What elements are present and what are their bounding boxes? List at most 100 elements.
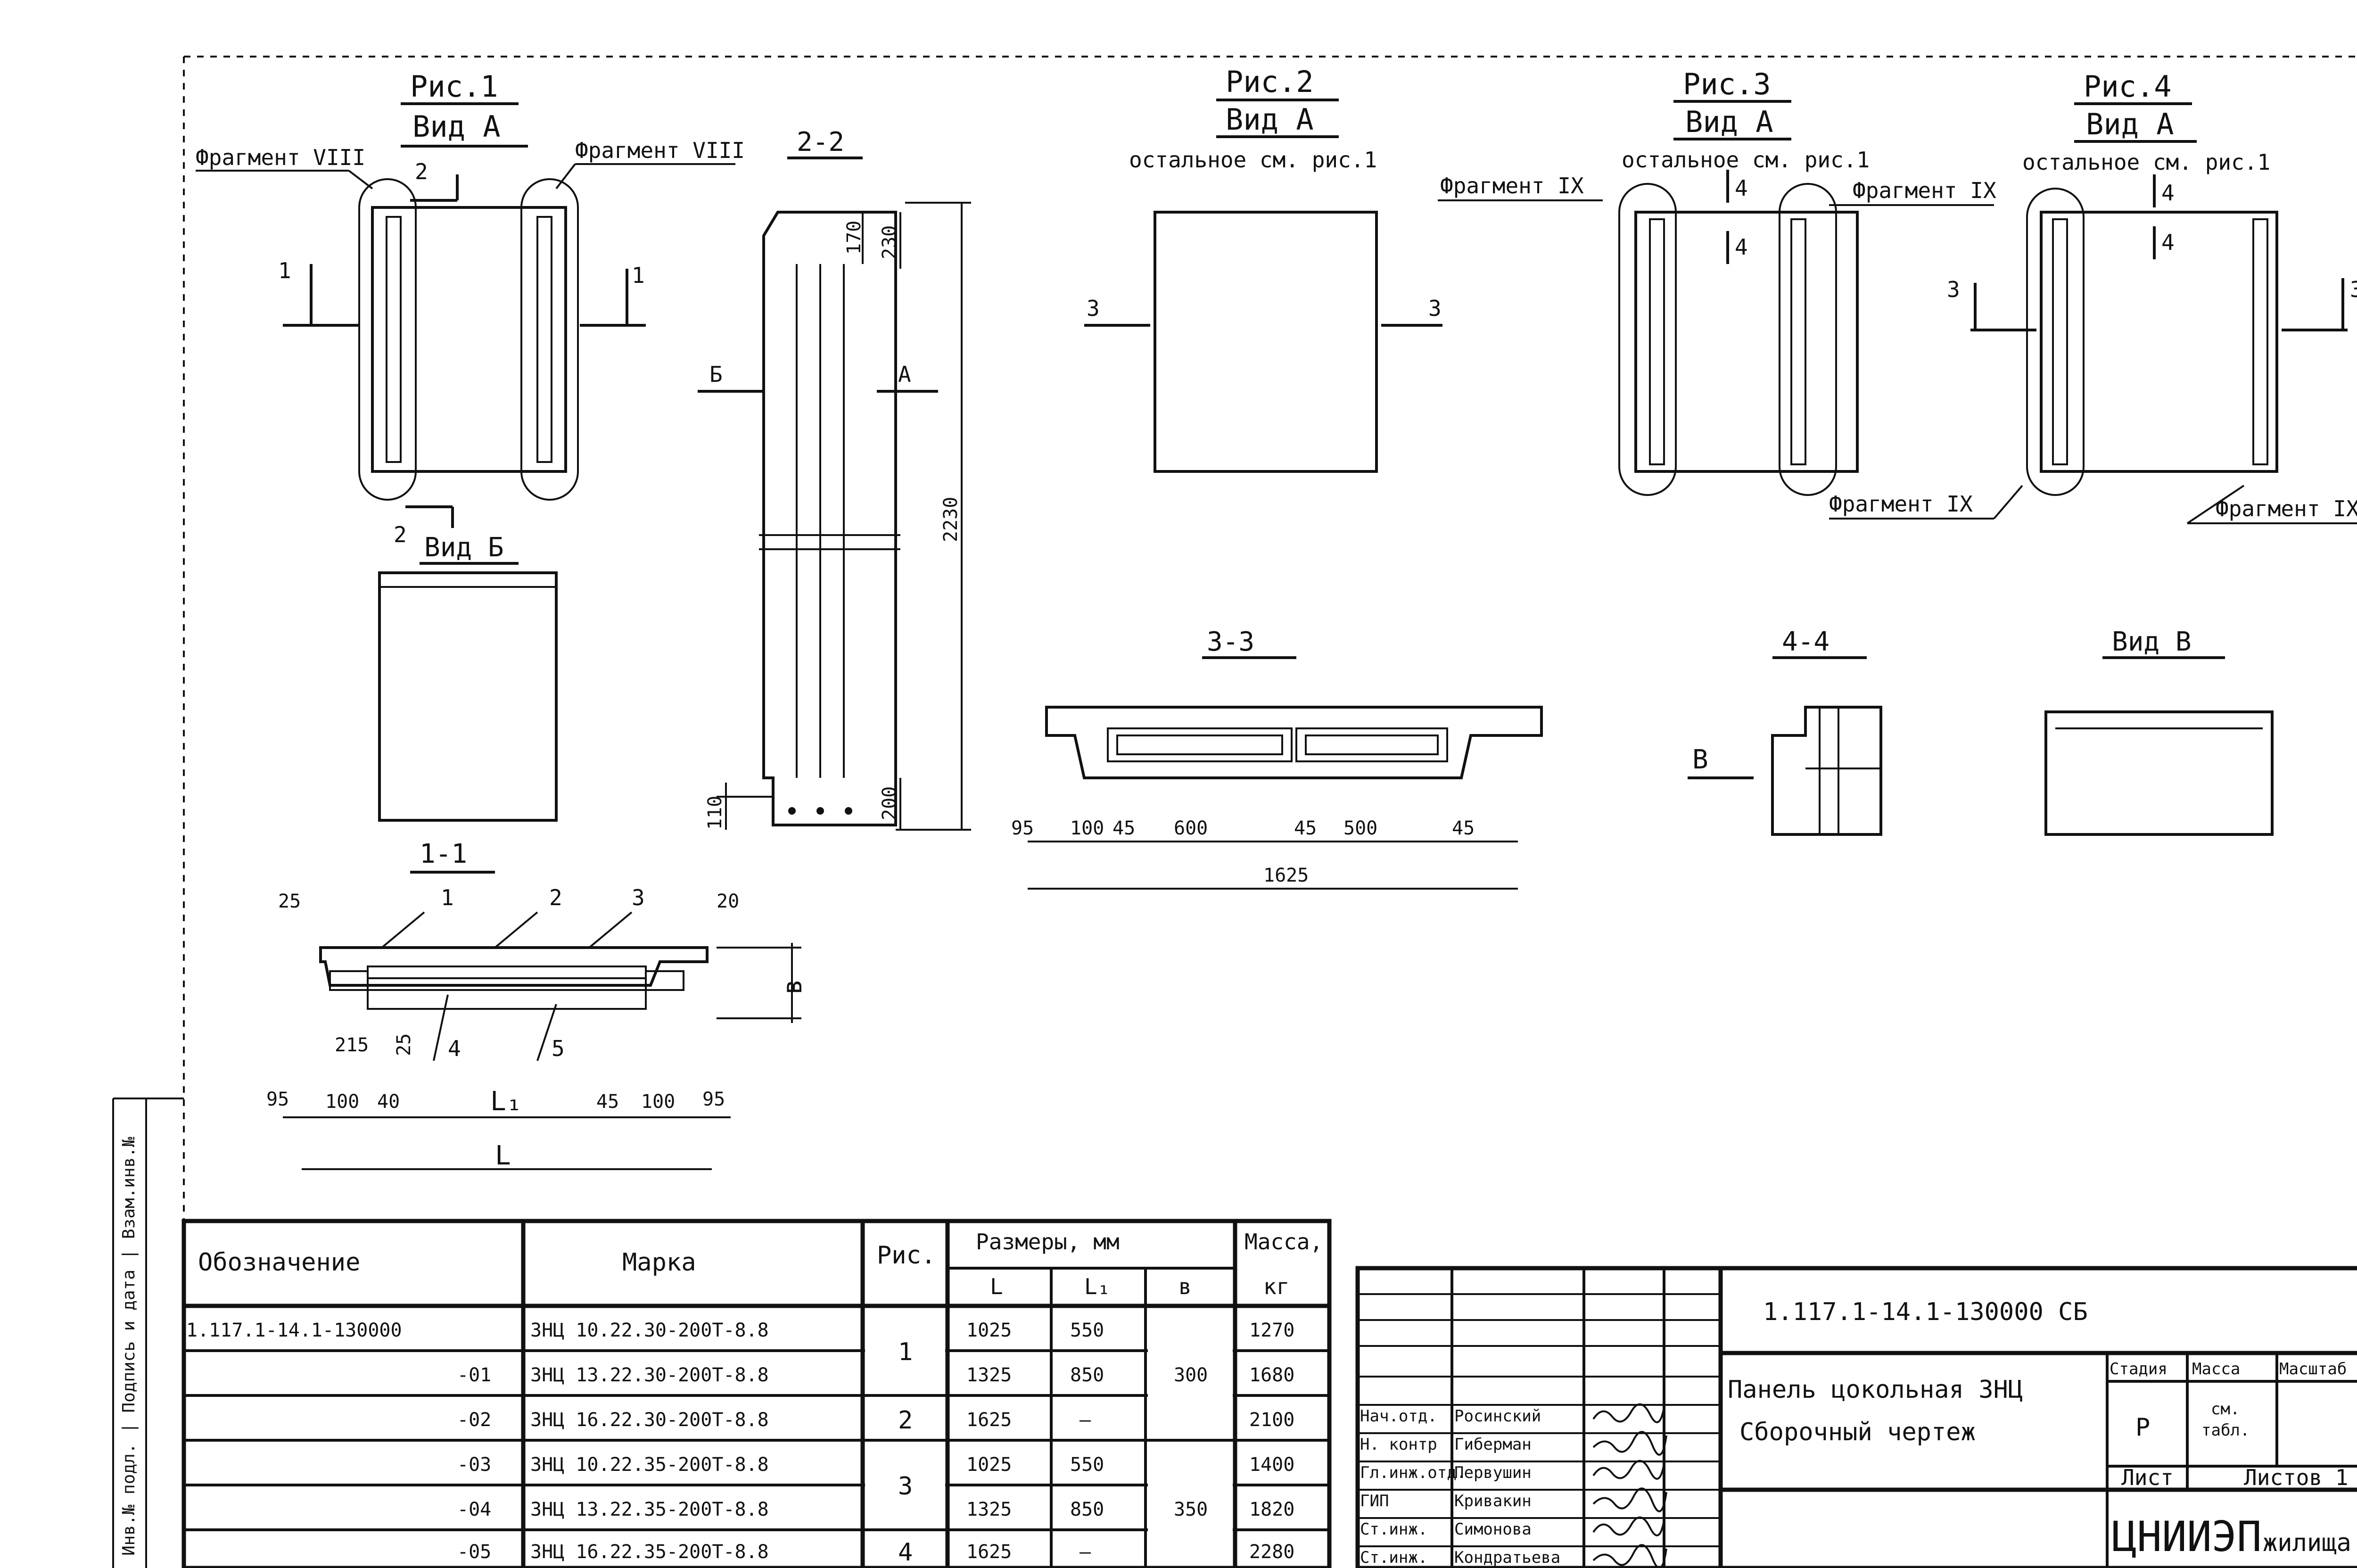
callout-4: 4 [448, 1036, 461, 1061]
dim-L: L [495, 1140, 511, 1171]
row1-designation: 1.117.1-14.1-130000 [186, 1320, 402, 1341]
row2-mark: 3НЦ 13.22.30-200Т-8.8 [530, 1364, 769, 1386]
row3-designation: -02 [457, 1409, 491, 1431]
signature-3 [1592, 1460, 1665, 1480]
fig3-title: Рис.3 [1683, 67, 1771, 101]
mass-value-2: табл. [2201, 1421, 2250, 1440]
dim-230: 230 [879, 225, 900, 259]
row2-L: 1325 [966, 1364, 1012, 1386]
signer6-role: Ст.инж. [1360, 1548, 1427, 1567]
view-v-title: Вид В [2112, 627, 2192, 657]
row1-L1: 550 [1070, 1320, 1104, 1341]
row1-mass: 1270 [1249, 1320, 1294, 1341]
signer5-name: Симонова [1454, 1520, 1532, 1539]
signer5-role: Ст.инж. [1360, 1520, 1427, 1539]
sheets-label: Листов 1 [2244, 1465, 2349, 1490]
view-b: Вид Б [378, 532, 558, 822]
fig2-note: остальное см. рис.1 [1129, 147, 1377, 173]
hdr-b: в [1178, 1274, 1192, 1299]
fig1-fragment-left: Фрагмент VIII [196, 145, 365, 170]
fig2-view: Вид А [1226, 102, 1314, 137]
dim-45: 45 [596, 1091, 619, 1113]
row4-mark: 3НЦ 10.22.35-200Т-8.8 [530, 1454, 769, 1476]
dim-2230: 2230 [940, 497, 962, 542]
signer2-name: Гиберман [1454, 1435, 1532, 1454]
dim-45-sec3-b: 45 [1294, 817, 1317, 839]
row5-mark: 3НЦ 13.22.35-200Т-8.8 [530, 1499, 769, 1520]
fig4-fragment-bottom: Фрагмент IX [2216, 496, 2357, 521]
b-group-350: 350 [1174, 1499, 1208, 1520]
signer4-name: Кривакин [1454, 1492, 1532, 1510]
row4-mass: 1400 [1249, 1454, 1294, 1476]
fig2-title: Рис.2 [1226, 65, 1314, 99]
section-2-2-title: 2-2 [797, 127, 844, 157]
org-suffix: жилища [2263, 1529, 2351, 1557]
section-4-4-title: 4-4 [1782, 627, 1830, 657]
fig1-cut-1-right: 1 [632, 263, 645, 288]
signature-2 [1592, 1431, 1667, 1456]
dim-170: 170 [843, 221, 865, 255]
dim-40: 40 [377, 1091, 400, 1113]
dim-95-left: 95 [266, 1089, 289, 1110]
callout-1: 1 [441, 885, 454, 910]
stage-label: Стадия [2110, 1360, 2167, 1378]
figure-2: Рис.2 Вид А остальное см. рис.1 3 3 [1084, 65, 1442, 473]
row3-L1: — [1080, 1409, 1091, 1431]
figure-4: Рис.4 Вид А остальное см. рис.1 4 4 3 3 … [1947, 69, 2357, 524]
signer1-name: Росинский [1454, 1407, 1541, 1426]
fig3-cut-4-top: 4 [1735, 175, 1748, 201]
row3-L: 1625 [966, 1409, 1012, 1431]
scale-label: Масштаб [2279, 1360, 2347, 1378]
fig2-cut-3-left: 3 [1087, 296, 1100, 321]
fig1-cut-2-bottom: 2 [394, 522, 407, 547]
fig4-cut-3-left: 3 [1947, 277, 1960, 302]
dim-600: 600 [1174, 817, 1208, 839]
row1-mark: 3НЦ 10.22.30-200Т-8.8 [530, 1320, 769, 1341]
doc-title-2: Сборочный чертеж [1739, 1418, 1976, 1446]
fig4-note: остальное см. рис.1 [2022, 149, 2270, 175]
dim-100-left: 100 [325, 1091, 359, 1113]
row2-mass: 1680 [1249, 1364, 1294, 1386]
fig1-cut-1-left: 1 [278, 258, 291, 283]
figure-1: Рис.1 Вид А Фрагмент VIII Фрагмент VIII … [196, 69, 745, 547]
section-1-1: 1-1 25 20 1 2 3 4 5 в 215 25 95 100 40 L… [266, 839, 808, 1171]
row4-designation: -03 [457, 1454, 491, 1476]
doc-code: 1.117.1-14.1-130000 СБ [1763, 1298, 2088, 1326]
hdr-designation: Обозначение [198, 1248, 360, 1277]
signer3-name: Первушин [1454, 1463, 1532, 1482]
dim-45-sec3-a: 45 [1113, 817, 1135, 839]
dim-L1: L₁ [490, 1086, 522, 1117]
signature-6 [1592, 1544, 1667, 1568]
dim-25-side: 25 [393, 1033, 415, 1056]
dim-500: 500 [1343, 817, 1377, 839]
dim-95-sec3: 95 [1011, 817, 1034, 839]
callout-3: 3 [632, 885, 645, 910]
signature-1 [1592, 1403, 1665, 1423]
view-b-title: Вид Б [424, 532, 504, 563]
row2-L1: 850 [1070, 1364, 1104, 1386]
section-4-4: 4-4 В [1688, 627, 1882, 836]
row6-mass: 2280 [1249, 1541, 1294, 1563]
section-3-3-title: 3-3 [1207, 627, 1254, 657]
hdr-fig: Рис. [877, 1241, 936, 1270]
doc-title-1: Панель цокольная 3НЦ [1728, 1376, 2023, 1404]
fig4-title: Рис.4 [2084, 69, 2172, 104]
fig-group-3: 3 [898, 1472, 913, 1501]
fig1-view: Вид А [412, 109, 501, 144]
fig4-cut-4-bottom: 4 [2161, 230, 2175, 255]
dim-100-right: 100 [641, 1091, 675, 1113]
section-3-3: 3-3 95 100 45 600 45 500 45 1625 [1011, 627, 1543, 890]
dim-95-right: 95 [702, 1089, 725, 1110]
fig-group-4: 4 [898, 1538, 913, 1567]
view-v: Вид В [2044, 627, 2274, 836]
row6-L: 1625 [966, 1541, 1012, 1563]
row5-mass: 1820 [1249, 1499, 1294, 1520]
fig3-fragment-top-right: Фрагмент IX [1853, 178, 1996, 203]
fig2-cut-3-right: 3 [1428, 296, 1442, 321]
row2-designation: -01 [457, 1364, 491, 1386]
row4-L: 1025 [966, 1454, 1012, 1476]
signer3-role: Гл.инж.отд. [1360, 1463, 1466, 1482]
row5-L1: 850 [1070, 1499, 1104, 1520]
signature-5 [1592, 1516, 1665, 1536]
mass-value-1: см. [2211, 1400, 2240, 1419]
